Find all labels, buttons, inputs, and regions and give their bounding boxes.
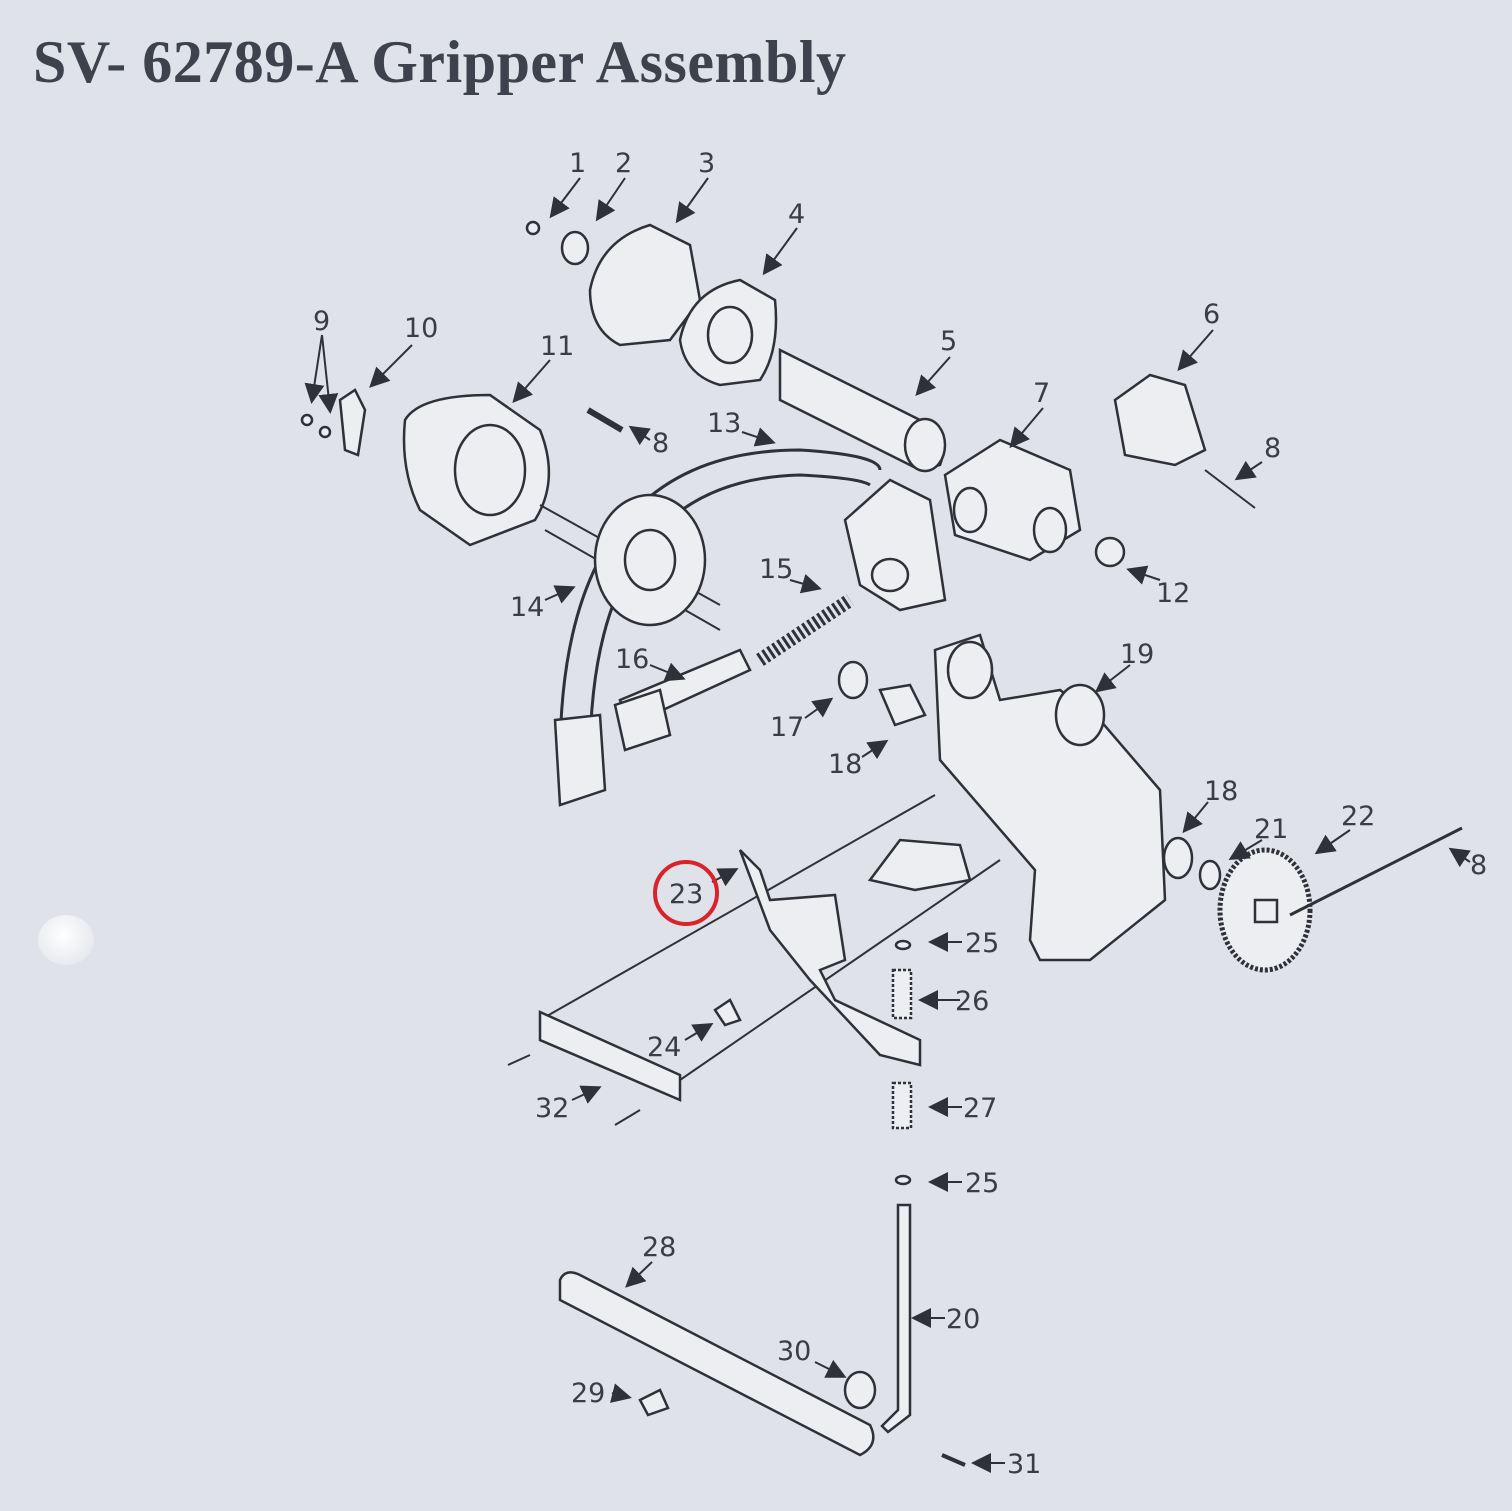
paper-punch-hole: [38, 915, 94, 965]
part-label: 8: [1264, 433, 1281, 464]
part-label: 29: [571, 1378, 605, 1409]
part-17-washer: [837, 660, 869, 700]
part-label: 32: [535, 1093, 569, 1124]
part-label: 25: [965, 928, 999, 959]
part-30-bushing: [843, 1370, 877, 1410]
part-18-bushing-right: [1162, 836, 1194, 880]
part-label: 7: [1033, 378, 1050, 409]
part-label: 6: [1203, 299, 1220, 330]
part-29-knob: [638, 1388, 670, 1417]
part-label: 12: [1156, 578, 1190, 609]
part-20-rod: [880, 1203, 912, 1434]
part-label-highlighted: 23: [669, 879, 703, 910]
part-3-cam-gear: [588, 223, 702, 347]
part-1-screw: [525, 220, 541, 236]
part-label: 22: [1341, 801, 1375, 832]
part-23-lever: [738, 849, 922, 1067]
part-labels: 1 2 3 4 5 6 7 8 8 8 9 10 11 12 13 14 15 …: [313, 148, 1487, 1480]
part-label: 24: [647, 1032, 681, 1063]
part-label: 15: [759, 554, 793, 585]
part-32-plate: [538, 1010, 682, 1102]
highlight-circle: [653, 860, 719, 926]
part-19-frame: [933, 633, 1167, 962]
part-6-block: [1113, 373, 1207, 467]
part-18-bushing: [878, 683, 927, 727]
part-27-spring: [891, 1081, 913, 1130]
parts-drawing: [300, 220, 1463, 1467]
part-label: 2: [615, 148, 632, 179]
part-label: 1: [569, 148, 586, 179]
part-label: 27: [963, 1093, 997, 1124]
part-label: 30: [777, 1336, 811, 1367]
part-12-gear: [1094, 536, 1126, 568]
part-label: 26: [955, 986, 989, 1017]
part-label: 10: [404, 313, 438, 344]
part-label: 14: [510, 592, 544, 623]
part-label: 31: [1007, 1449, 1041, 1480]
part-21-washer: [1198, 859, 1222, 891]
part-label: 17: [770, 712, 804, 743]
part-13-arc: [558, 448, 882, 761]
part-label: 19: [1120, 639, 1154, 670]
part-24-knob: [713, 998, 742, 1027]
part-label: 5: [940, 326, 957, 357]
diagram-title: SV- 62789-A Gripper Assembly: [33, 29, 847, 95]
part-10-bracket: [338, 388, 367, 457]
leader-arrows: [304, 177, 1471, 1473]
part-label: 4: [788, 199, 805, 230]
part-8-pin: [586, 407, 624, 433]
part-label: 21: [1254, 814, 1288, 845]
part-2-washer: [560, 230, 590, 266]
part-label: 8: [652, 428, 669, 459]
part-label: 18: [1204, 776, 1238, 807]
part-label: 8: [1470, 850, 1487, 881]
part-label: 25: [965, 1168, 999, 1199]
part-label: 11: [540, 331, 574, 362]
part-label: 20: [946, 1304, 980, 1335]
part-label: 16: [615, 644, 649, 675]
part-label: 3: [698, 148, 715, 179]
part-label: 9: [313, 306, 330, 337]
part-label: 18: [828, 749, 862, 780]
part-label: 13: [707, 408, 741, 439]
part-28-arm: [558, 1271, 875, 1457]
part-label: 28: [642, 1232, 676, 1263]
part-26-spring: [891, 968, 913, 1020]
